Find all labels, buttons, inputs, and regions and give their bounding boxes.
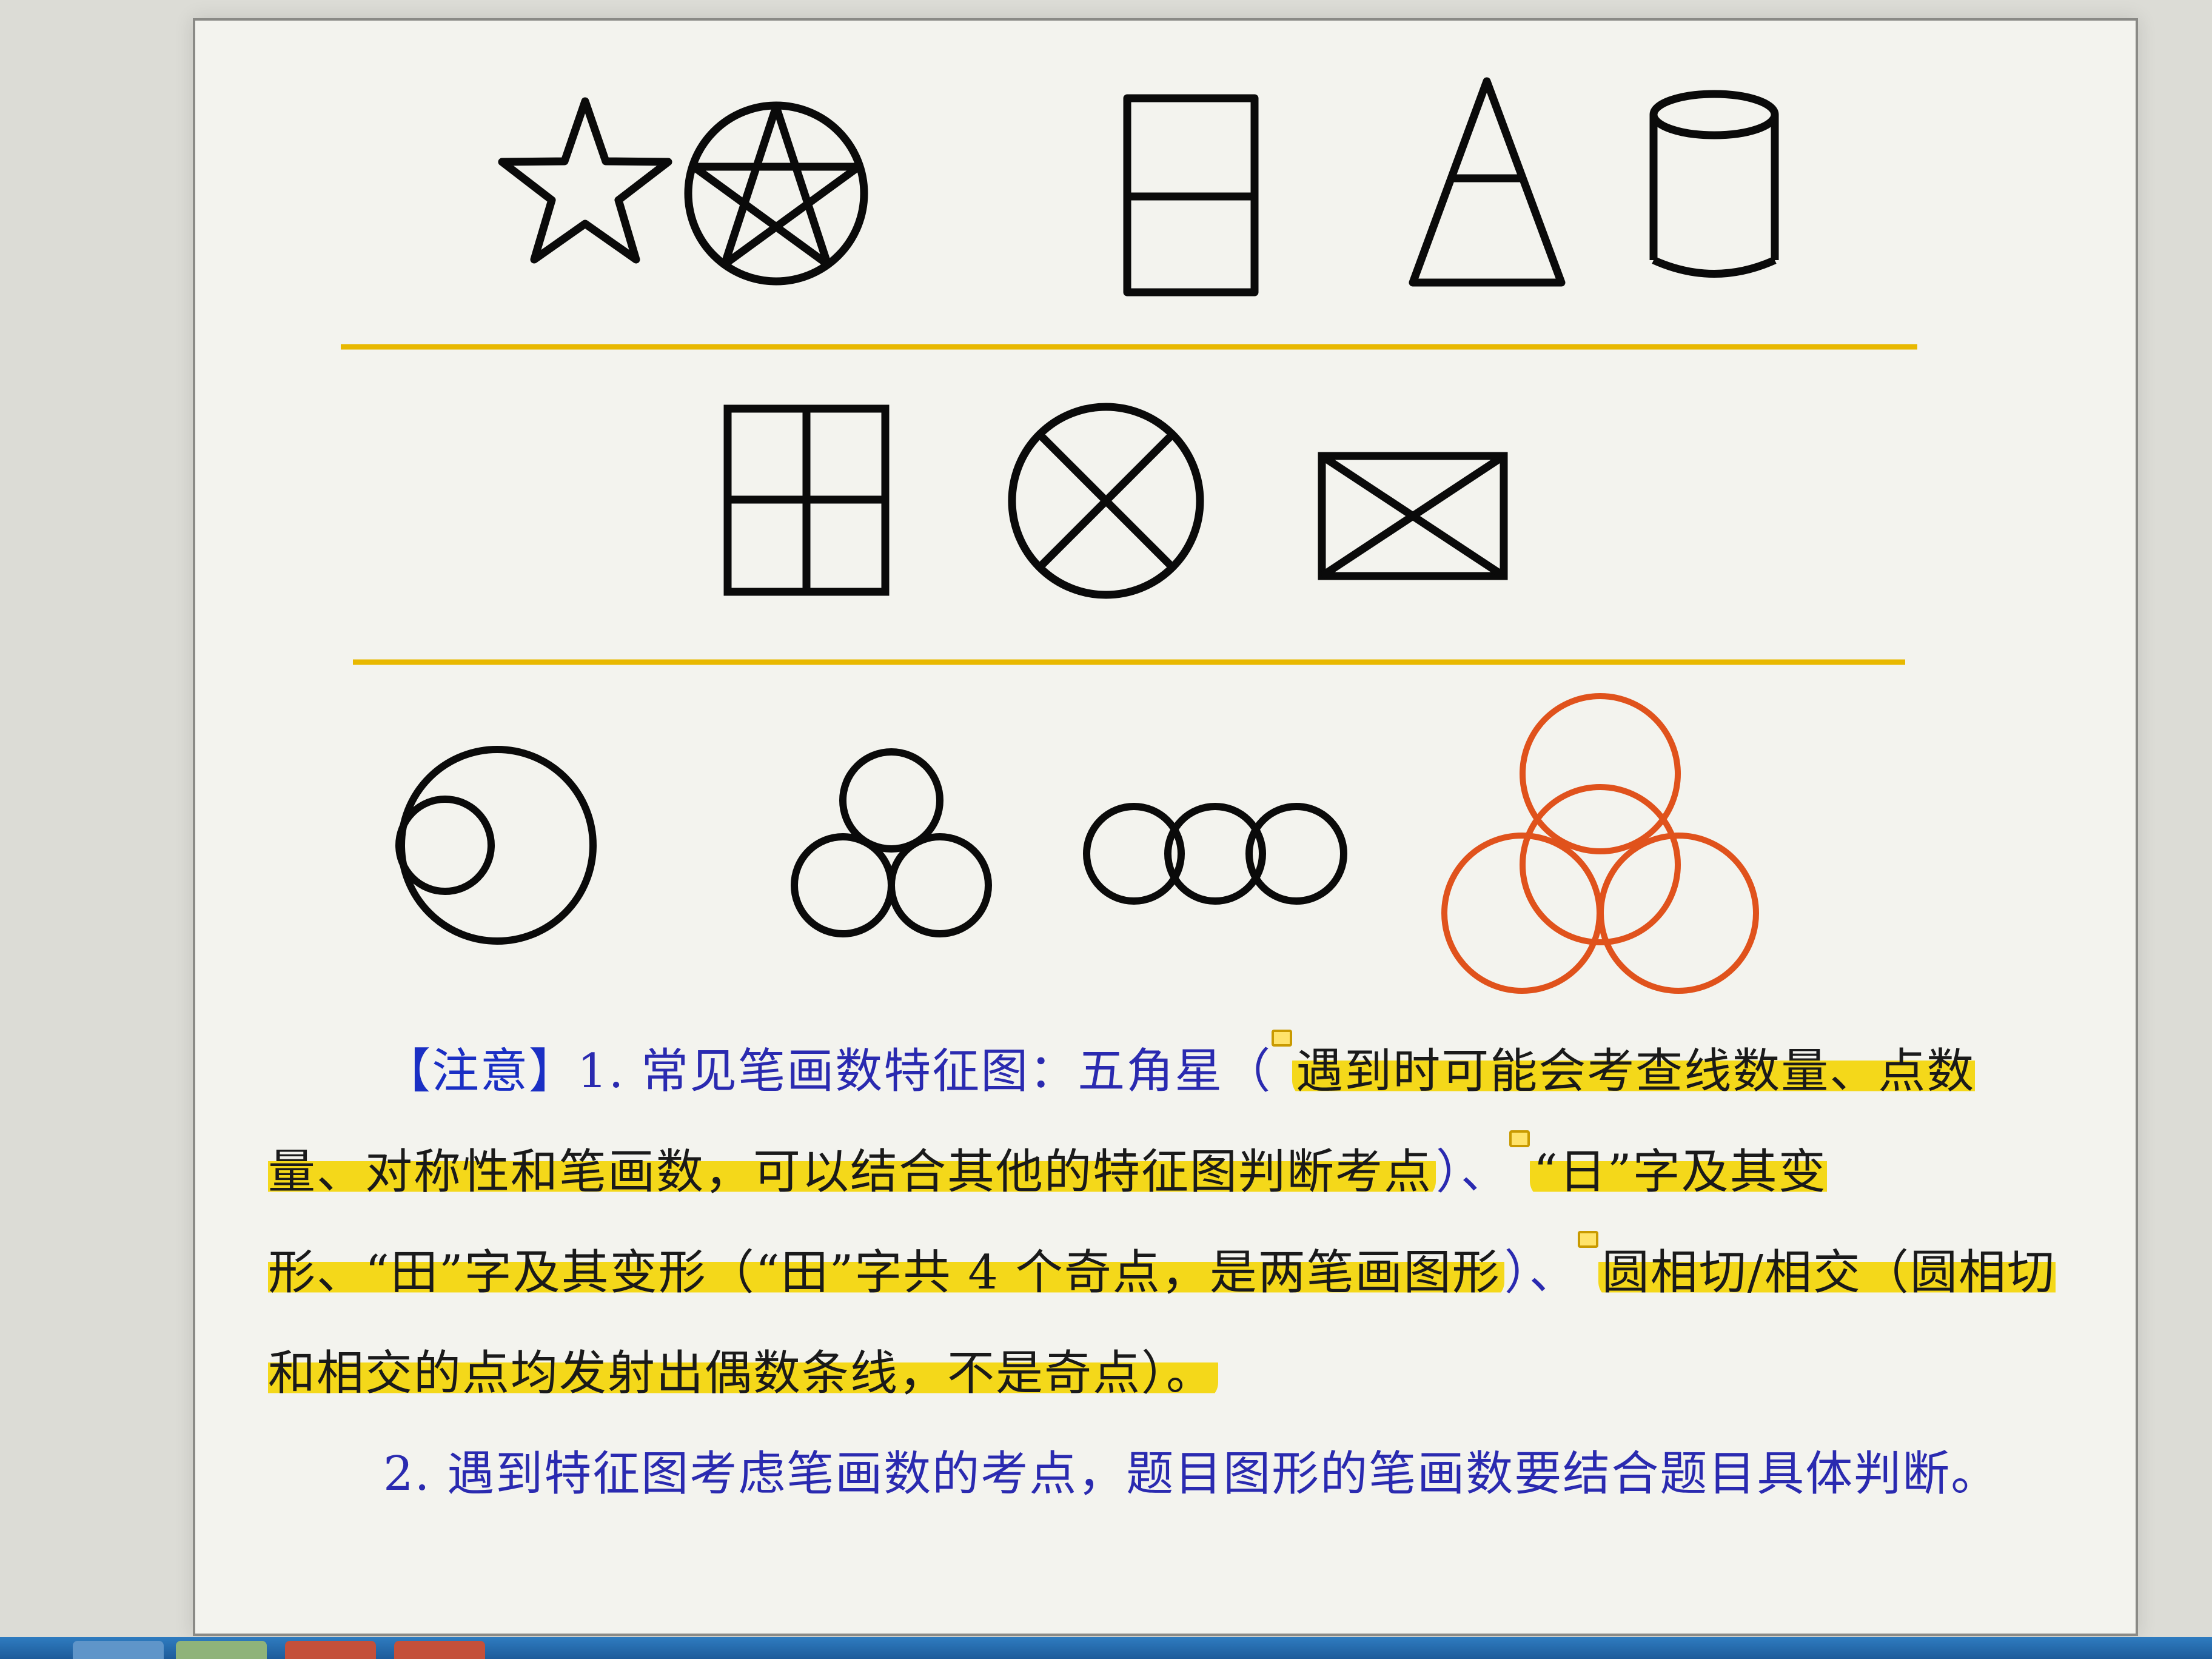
note-p1-mid2: ）、 — [1504, 1245, 1578, 1300]
triangle-with-bar-shape — [1409, 77, 1566, 287]
taskbar — [0, 1637, 2212, 1659]
cylinder-shape — [1649, 90, 1779, 278]
note-p1-mid1: ）、 — [1436, 1145, 1510, 1199]
stroke-feature-figures — [341, 77, 1917, 994]
note-paragraph-1: 【注意】1. 常见笔画数特征图：五角星（遇到时可能会考查线数量、点数量、对称性和… — [268, 1021, 2063, 1424]
three-intersecting-circles-shape — [1083, 803, 1347, 905]
comment-icon[interactable] — [1509, 1130, 1530, 1147]
note-heading: 注意 — [432, 1044, 529, 1099]
circle-with-cross-shape — [1008, 403, 1204, 599]
note-section: 【注意】1. 常见笔画数特征图：五角星（遇到时可能会考查线数量、点数量、对称性和… — [268, 1021, 2063, 1524]
tian-character-shape — [723, 404, 890, 596]
document-page: 【注意】1. 常见笔画数特征图：五角星（遇到时可能会考查线数量、点数量、对称性和… — [193, 18, 2138, 1636]
ri-character-shape — [1123, 94, 1259, 297]
taskbar-button[interactable] — [394, 1641, 485, 1659]
note-paragraph-2: 2. 遇到特征图考虑笔画数的考点，题目图形的笔画数要结合题目具体判断。 — [383, 1447, 2000, 1501]
taskbar-button[interactable] — [73, 1641, 164, 1659]
four-intersecting-orange-circles-shape — [1441, 693, 1759, 994]
note-p1-lead: 1. 常见笔画数特征图：五角星（ — [577, 1044, 1272, 1099]
three-tangent-circles-shape — [791, 748, 992, 937]
comment-icon[interactable] — [1577, 1231, 1598, 1248]
taskbar-button[interactable] — [176, 1641, 267, 1659]
inner-tangent-circles-shape — [395, 746, 597, 945]
rectangle-with-diagonals-shape — [1318, 452, 1508, 580]
note-bracket-open: 【 — [383, 1044, 432, 1099]
pentagram-in-circle-shape — [684, 101, 868, 286]
comment-icon[interactable] — [1272, 1030, 1293, 1047]
star-shape — [498, 97, 672, 264]
taskbar-button[interactable] — [285, 1641, 376, 1659]
note-bracket-close: 】 — [529, 1044, 578, 1099]
